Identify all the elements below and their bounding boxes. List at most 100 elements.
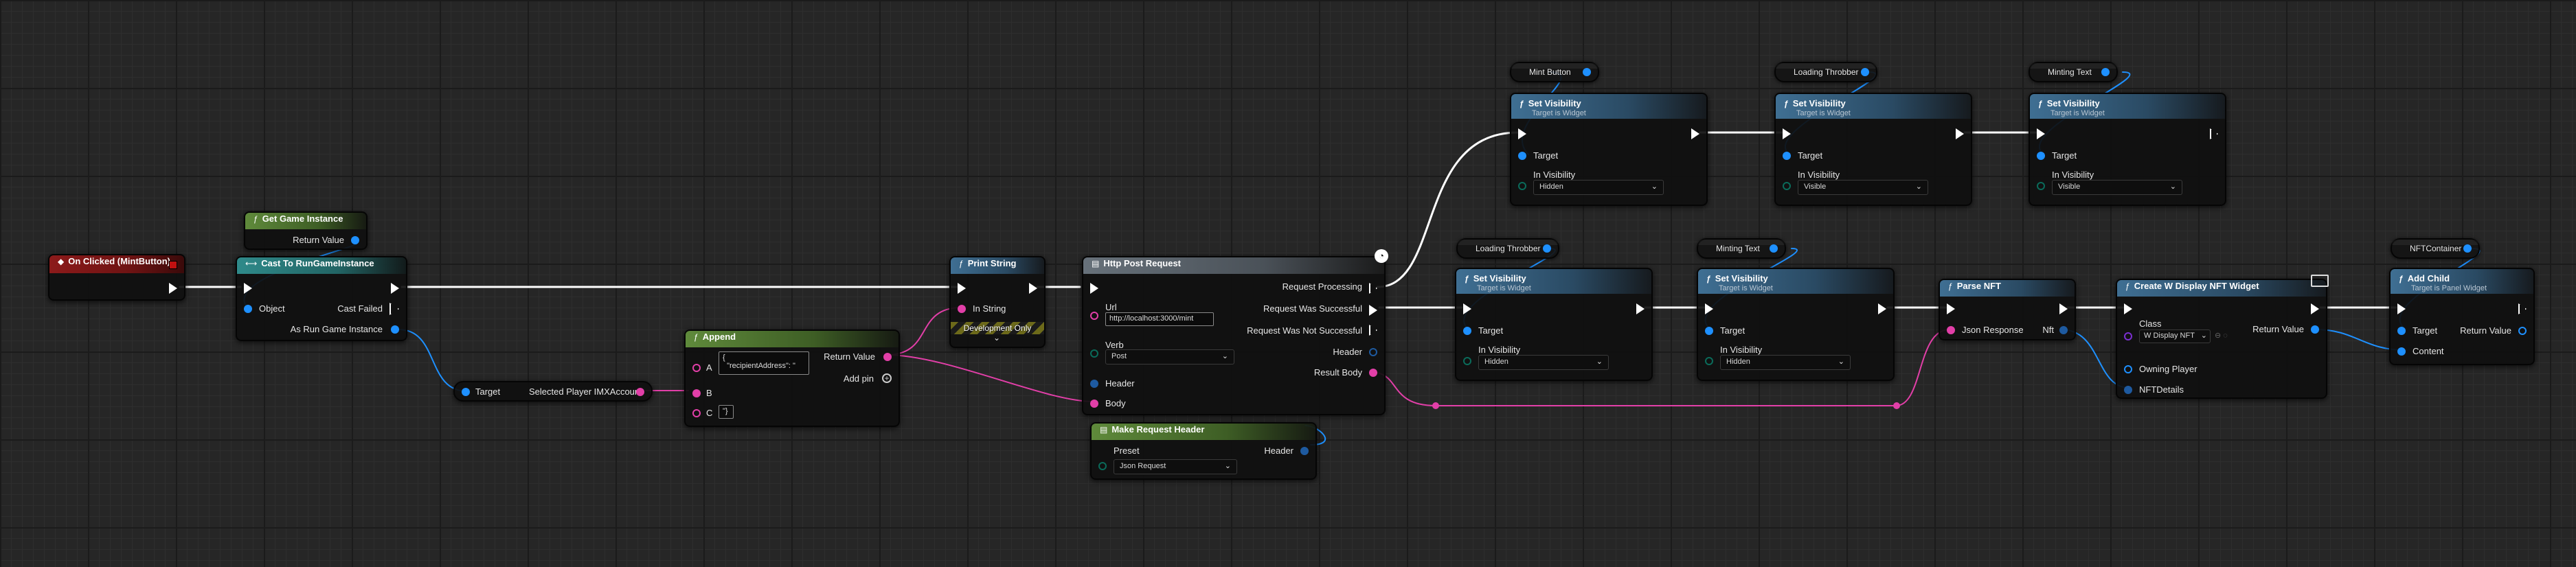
header-out-pin[interactable] (1369, 348, 1377, 356)
nftcontainer-var[interactable]: NFTContainer (2391, 238, 2480, 259)
exec-in-pin[interactable] (2397, 303, 2406, 314)
b-pin[interactable] (692, 389, 701, 397)
exec-out-pin[interactable] (169, 283, 177, 294)
loading-throbber-var[interactable]: Loading Throbber (1774, 62, 1877, 82)
exec-out-pin[interactable] (1636, 303, 1645, 314)
exec-in-pin[interactable] (1090, 283, 1098, 294)
content-pin[interactable] (2397, 347, 2406, 356)
exec-out-pin[interactable] (1956, 128, 1964, 139)
preset-pin[interactable] (1098, 462, 1107, 470)
exec-in-pin[interactable] (958, 283, 966, 294)
body-pin[interactable] (1090, 400, 1098, 408)
reroute-knot[interactable] (1893, 402, 1900, 409)
return-value-pin[interactable] (883, 353, 892, 361)
nftdetails-pin[interactable] (2124, 386, 2132, 394)
in-visibility-dropdown[interactable]: Visible⌄ (2052, 180, 2182, 195)
target-pin[interactable] (2397, 327, 2406, 335)
class-pin[interactable] (2124, 332, 2132, 340)
target-pin[interactable] (2037, 152, 2045, 160)
exec-in-pin[interactable] (1783, 128, 1791, 139)
in-visibility-dropdown[interactable]: Hidden⌄ (1533, 180, 1664, 195)
a-input[interactable]: { "recipientAddress": " (719, 351, 809, 375)
reroute-knot[interactable] (1432, 402, 1439, 409)
a-pin[interactable] (692, 364, 701, 372)
cast-node[interactable]: ⟷Cast To RunGameInstance Object Cast Fai… (236, 256, 407, 341)
header-pin[interactable] (1090, 380, 1098, 388)
preset-dropdown[interactable]: Json Request⌄ (1114, 459, 1237, 474)
in-visibility-pin[interactable] (1705, 357, 1713, 365)
in-visibility-pin[interactable] (1463, 357, 1471, 365)
mint-button-var[interactable]: Mint Button (1510, 62, 1599, 82)
header-out-pin[interactable] (1300, 447, 1309, 455)
minting-text-pin[interactable] (2101, 68, 2110, 76)
exec-in-pin[interactable] (244, 283, 252, 294)
class-dropdown[interactable]: W Display NFT⌄ (2139, 329, 2211, 343)
exec-out-pin[interactable] (2210, 128, 2218, 139)
exec-out-pin[interactable] (2518, 303, 2527, 314)
mint-button-pin[interactable] (1583, 68, 1591, 76)
minting-text-var[interactable]: Minting Text (2029, 62, 2118, 82)
exec-out-pin[interactable] (391, 283, 399, 294)
owning-player-pin[interactable] (2124, 365, 2132, 373)
in-visibility-pin[interactable] (1518, 182, 1526, 190)
exec-out-pin[interactable] (1029, 283, 1037, 294)
target-pin[interactable] (1783, 152, 1791, 160)
in-visibility-pin[interactable] (1783, 182, 1791, 190)
target-pin[interactable] (1518, 152, 1526, 160)
verb-dropdown[interactable]: Post⌄ (1105, 349, 1234, 364)
return-value-pin[interactable] (351, 236, 359, 244)
verb-pin[interactable] (1090, 349, 1098, 358)
loading-throbber-pin[interactable] (1543, 244, 1551, 253)
return-value-pin[interactable] (2518, 327, 2527, 335)
cast-failed-pin[interactable] (389, 303, 399, 315)
req-success-pin[interactable] (1369, 305, 1377, 316)
loading-throbber-var-2[interactable]: Loading Throbber (1456, 238, 1559, 259)
selected-player-out-pin[interactable] (636, 388, 644, 396)
exec-in-pin[interactable] (2124, 303, 2132, 314)
loading-throbber-pin[interactable] (1861, 68, 1869, 76)
c-input[interactable]: "} (719, 405, 734, 419)
json-response-pin[interactable] (1947, 326, 1955, 334)
return-value-pin[interactable] (2311, 325, 2319, 334)
exec-out-pin[interactable] (2311, 303, 2319, 314)
make-header-node[interactable]: ▤Make Request Header Preset Json Request… (1090, 422, 1317, 480)
on-clicked-node[interactable]: ◆On Clicked (MintButton) (48, 254, 185, 301)
nftcontainer-pin[interactable] (2463, 244, 2472, 253)
result-body-pin[interactable] (1369, 369, 1377, 377)
exec-out-pin[interactable] (2059, 303, 2068, 314)
url-input[interactable]: http://localhost:3000/mint (1105, 312, 1214, 326)
add-pin-button[interactable]: + (882, 373, 892, 383)
http-post-node[interactable]: ▤Http Post Request ◔ Request Processing … (1082, 249, 1388, 415)
req-fail-pin[interactable] (1369, 325, 1377, 336)
exec-in-pin[interactable] (1705, 303, 1713, 314)
in-visibility-dropdown[interactable]: Hidden⌄ (1720, 355, 1851, 370)
target-pin[interactable] (1463, 327, 1471, 335)
nft-pin[interactable] (2059, 326, 2068, 334)
target-pin[interactable] (1705, 327, 1713, 335)
exec-in-pin[interactable] (1518, 128, 1526, 139)
in-string-pin[interactable] (958, 305, 966, 313)
in-visibility-dropdown[interactable]: Visible⌄ (1798, 180, 1928, 195)
in-visibility-pin[interactable] (2037, 182, 2045, 190)
object-pin[interactable] (244, 305, 252, 313)
target-pin[interactable] (462, 388, 470, 396)
delegate-pin[interactable] (169, 261, 177, 269)
exec-in-pin[interactable] (1947, 303, 1955, 314)
minting-text-pin[interactable] (1770, 244, 1778, 253)
minting-text-var-2[interactable]: Minting Text (1697, 238, 1786, 259)
exec-in-pin[interactable] (1463, 303, 1471, 314)
url-pin[interactable] (1090, 312, 1098, 320)
as-run-pin[interactable] (391, 325, 399, 334)
exec-in-pin[interactable] (2037, 128, 2045, 139)
